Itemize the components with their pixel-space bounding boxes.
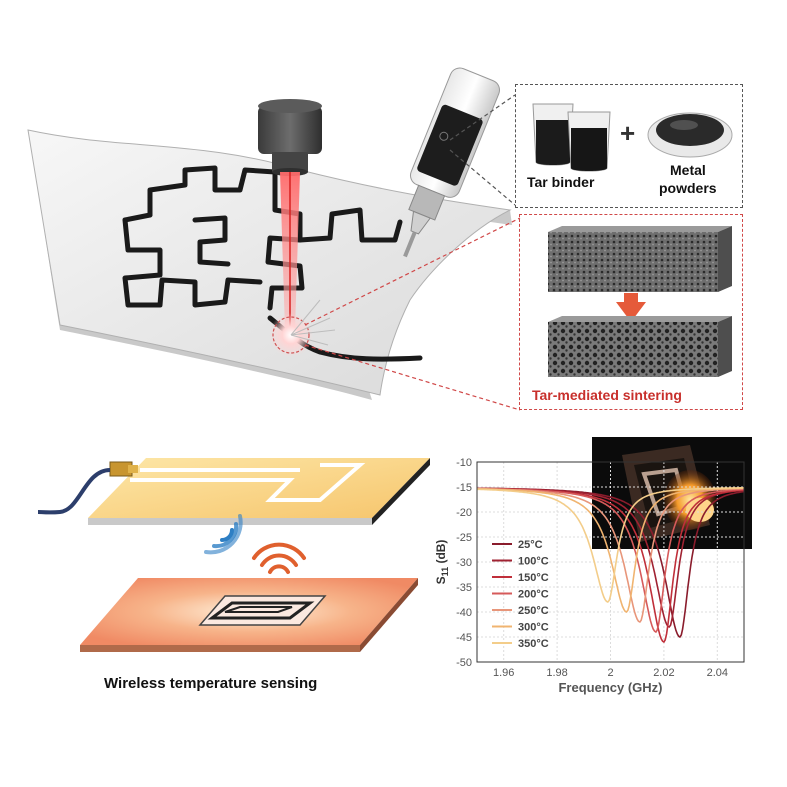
metal-powder-dish [647, 112, 733, 158]
wireless-temperature-sensing-label: Wireless temperature sensing [104, 675, 318, 692]
laser-beam [269, 172, 336, 357]
beaker-tar-right [567, 111, 611, 172]
tar-mediated-sintering-label: Tar-mediated sintering [532, 387, 682, 403]
printed-serpentine-trace [122, 165, 423, 362]
heated-sensor-board [80, 578, 418, 652]
sintering-callout-box [519, 214, 743, 410]
down-arrow [616, 293, 646, 322]
wireless-signal-icon-blue [204, 514, 243, 555]
ink-dispenser-syringe [403, 67, 500, 258]
tar-binder-label: Tar binder [527, 174, 595, 190]
metal-powders-label-line2: powders [659, 180, 717, 196]
metal-powders-label-line1: Metal [670, 162, 706, 178]
sem-after-sintering [548, 316, 732, 377]
callout-leader-lines [449, 94, 516, 206]
wireless-signal-icon-orange [252, 542, 306, 574]
coax-cable [37, 468, 111, 515]
glowing-sensor-photo [592, 437, 752, 549]
sintering-leader-lines [304, 217, 521, 411]
plus-symbol: + [620, 118, 636, 148]
materials-callout-box [515, 84, 743, 208]
sem-before-sintering [548, 226, 732, 292]
beaker-tar-left [532, 103, 574, 166]
laser-head [258, 99, 322, 176]
reader-antenna-board [88, 458, 430, 525]
